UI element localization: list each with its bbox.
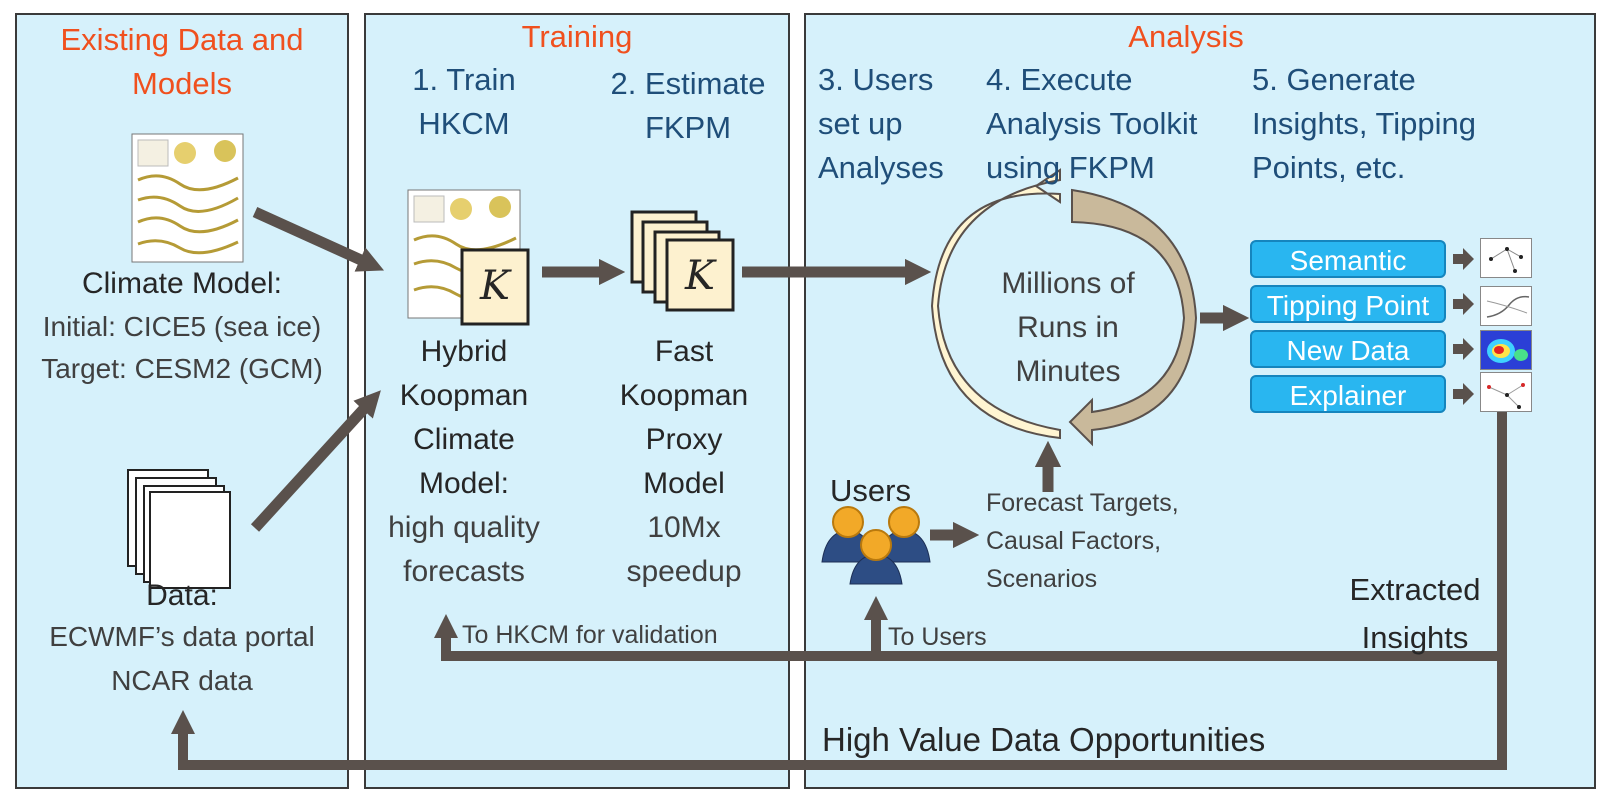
data-documents-icon — [127, 469, 231, 589]
analysis-inputs: Forecast Targets, Causal Factors, Scenar… — [986, 489, 1179, 593]
step1-train-hkcm: 1. Train HKCM — [412, 62, 516, 141]
fkpm-stack-icon — [630, 210, 735, 312]
climate-model-label: Climate Model: — [81, 267, 283, 300]
output-explainer: Explainer — [1250, 375, 1446, 413]
climate-model-figure — [131, 133, 244, 263]
arrow-climate-to-hkcm — [252, 206, 385, 272]
cycle-label: Millions of Runs in Minutes — [1001, 267, 1135, 388]
validation-feedback-label: To HKCM for validation — [462, 621, 718, 649]
analysis-panel-title: Analysis — [1128, 19, 1244, 54]
step4-execute-toolkit: 4. Execute Analysis Toolkit using FKPM — [986, 62, 1198, 185]
arrow-insights-feedback-upper — [433, 410, 1507, 661]
data-source-ncar: NCAR data — [111, 665, 253, 696]
tipping-point-thumbnail — [1480, 286, 1532, 326]
output-arrows — [1453, 248, 1474, 405]
cycle-arrow-left — [930, 168, 1061, 440]
cycle-arrow-right — [1068, 188, 1198, 447]
data-source-ecwmf: ECWMF’s data portal — [49, 621, 315, 652]
fkpm-k-symbol: K — [685, 253, 715, 299]
existing-panel-title: Existing Data and Models — [60, 22, 304, 101]
to-users-label: To Users — [888, 623, 987, 651]
users-icon — [821, 506, 931, 585]
hkcm-description: high quality forecasts — [388, 511, 540, 588]
step2-estimate-fkpm: 2. Estimate FKPM — [610, 66, 766, 145]
semantic-graph-thumbnail — [1480, 238, 1532, 278]
fkpm-description: 10Mx speedup — [626, 511, 742, 588]
users-label: Users — [830, 473, 911, 508]
output-new-data: New Data — [1250, 330, 1446, 368]
climate-model-target: Target: CESM2 (GCM) — [41, 353, 323, 384]
output-tipping-point: Tipping Point — [1250, 285, 1446, 323]
hkcm-name: Hybrid Koopman Climate Model: — [399, 335, 529, 500]
explainer-graph-thumbnail — [1480, 372, 1532, 412]
analysis-cycle — [930, 168, 1198, 447]
data-label: Data: — [146, 579, 218, 612]
hkcm-figure — [407, 189, 530, 326]
extracted-insights-label: Extracted Insights — [1349, 572, 1481, 655]
climate-model-initial: Initial: CICE5 (sea ice) — [42, 311, 322, 342]
high-value-data-label: High Value Data Opportunities — [822, 721, 1266, 758]
hkcm-k-symbol: K — [480, 263, 510, 309]
fkpm-name: Fast Koopman Proxy Model — [619, 335, 749, 500]
new-data-heatmap-thumbnail — [1480, 330, 1532, 370]
arrow-high-value-feedback — [170, 656, 1507, 770]
step3-users-setup: 3. Users set up Analyses — [818, 62, 944, 185]
training-panel-title: Training — [521, 19, 633, 54]
arrow-data-to-hkcm — [250, 390, 381, 532]
step5-generate-insights: 5. Generate Insights, Tipping Points, et… — [1252, 62, 1477, 185]
output-semantic: Semantic — [1250, 240, 1446, 278]
